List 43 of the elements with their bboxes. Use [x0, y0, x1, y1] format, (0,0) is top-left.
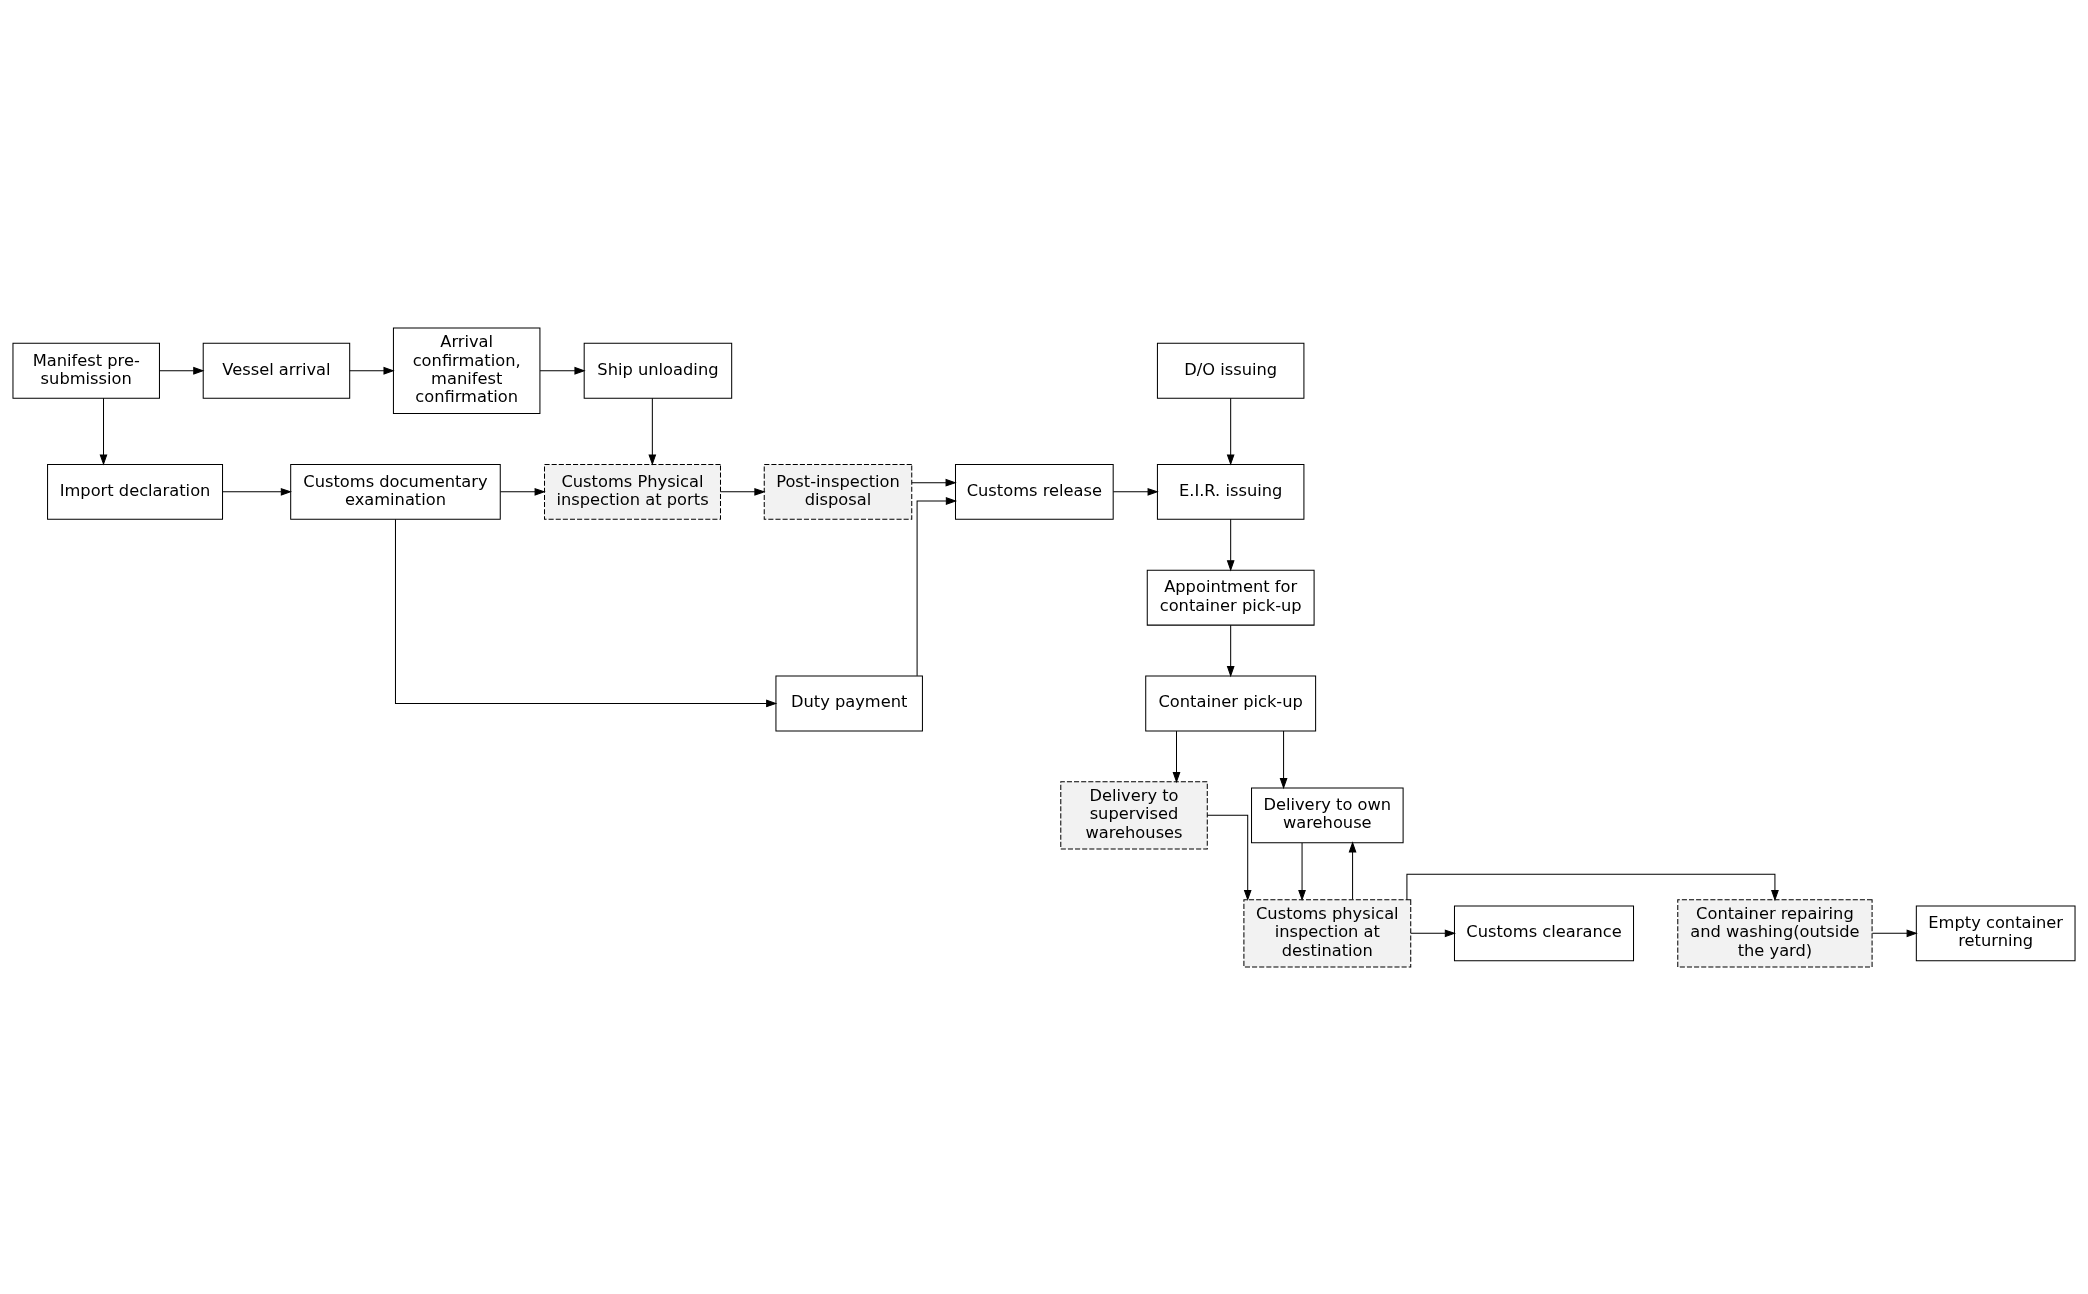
node-box: Vessel arrival	[202, 342, 351, 399]
node-box: D/O issuing	[1156, 342, 1305, 399]
arrow	[159, 366, 205, 375]
arrow	[1406, 873, 1779, 901]
arrow	[1172, 730, 1181, 783]
arrow	[720, 487, 766, 496]
arrow	[222, 487, 292, 496]
node-box: Container repairing and washing(outside the yard)	[1677, 898, 1873, 967]
node-box: Manifest pre-submission	[12, 342, 160, 399]
node-box: E.I.R. issuing	[1156, 463, 1305, 520]
arrow	[1348, 840, 1357, 900]
arrow	[1226, 624, 1235, 677]
node-box: Ship unloading	[583, 342, 733, 399]
arrow	[499, 487, 546, 496]
arrow	[1279, 730, 1288, 789]
node-box: Duty payment	[775, 674, 923, 731]
arrow	[1226, 397, 1235, 466]
arrow	[99, 397, 108, 466]
arrow	[394, 518, 778, 707]
node-box: Customs release	[955, 463, 1114, 520]
arrow	[1410, 928, 1456, 937]
arrow	[1112, 487, 1159, 496]
node-box: Container pick-up	[1145, 674, 1317, 731]
node-box: Delivery to own warehouse	[1251, 786, 1404, 843]
node-box: Delivery to supervised warehouses	[1060, 780, 1208, 849]
node-box: Customs documentary examination	[290, 463, 501, 520]
node-box: Post-inspection disposal	[763, 463, 913, 520]
arrow	[1206, 814, 1252, 901]
arrow	[1871, 928, 1918, 937]
node-box: Empty container returning	[1915, 904, 2076, 961]
node-box: Import declaration	[47, 463, 224, 520]
arrow	[349, 366, 395, 375]
arrow	[911, 478, 957, 487]
node-box: Customs Physical inspection at ports	[544, 463, 721, 520]
arrow	[539, 366, 586, 375]
arrow	[648, 397, 657, 466]
node-box: Customs physical inspection at destination	[1243, 898, 1412, 967]
node-box: Arrival confirmation, manifest confirmation	[392, 327, 541, 414]
arrow	[1298, 842, 1306, 901]
node-box: Appointment for container pick-up	[1146, 569, 1315, 626]
arrow	[1226, 518, 1235, 571]
arrow	[916, 496, 958, 676]
node-box: Customs clearance	[1453, 904, 1635, 961]
